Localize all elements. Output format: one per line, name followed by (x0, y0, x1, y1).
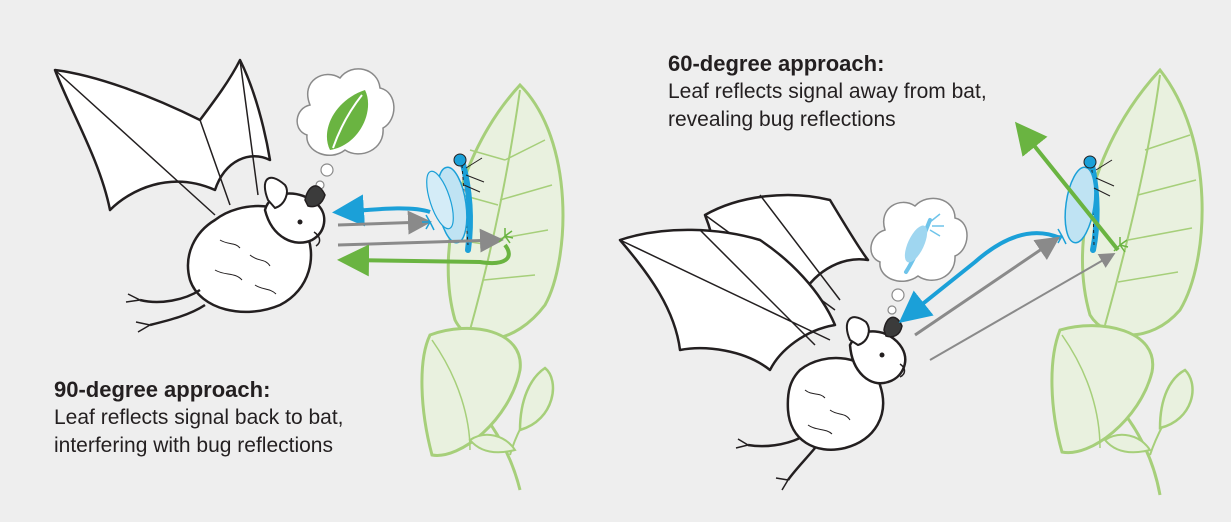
leaf-icon (326, 90, 369, 150)
right-signals (898, 121, 1129, 361)
left-call-to-leaf (337, 228, 504, 253)
right-leaf-echo (1014, 121, 1120, 252)
caption-60-line2: revealing bug reflections (668, 108, 896, 131)
bug-icon (904, 213, 944, 274)
left-leaf-burst (498, 228, 514, 244)
left-bug-burst (422, 214, 435, 231)
right-dragonfly (1064, 155, 1115, 253)
caption-60-line1: Leaf reflects signal away from bat, (668, 80, 987, 103)
left-signals (332, 194, 514, 277)
right-bat (618, 193, 907, 491)
caption-90-degree: 90-degree approach: Leaf reflects signal… (54, 376, 344, 460)
right-thought-bubble (870, 197, 968, 315)
caption-60-heading: 60-degree approach: (668, 51, 885, 76)
caption-90-line2: interfering with bug reflections (54, 434, 333, 457)
left-bat (53, 58, 326, 333)
left-plant (420, 82, 565, 491)
left-thought-bubble (296, 68, 395, 190)
caption-90-heading: 90-degree approach: (54, 377, 271, 402)
right-plant (1050, 67, 1204, 496)
left-bug-echo (332, 194, 431, 227)
right-bug-burst (1054, 228, 1067, 245)
right-call-to-bug (914, 236, 1060, 337)
right-call-to-leaf (929, 253, 1116, 361)
right-bug-echo (898, 231, 1061, 323)
right-leaf-burst (1113, 237, 1129, 253)
caption-60-degree: 60-degree approach: Leaf reflects signal… (668, 50, 987, 134)
left-call-to-bug (337, 210, 432, 235)
caption-90-line1: Leaf reflects signal back to bat, (54, 406, 344, 429)
left-leaf-echo (337, 243, 511, 277)
